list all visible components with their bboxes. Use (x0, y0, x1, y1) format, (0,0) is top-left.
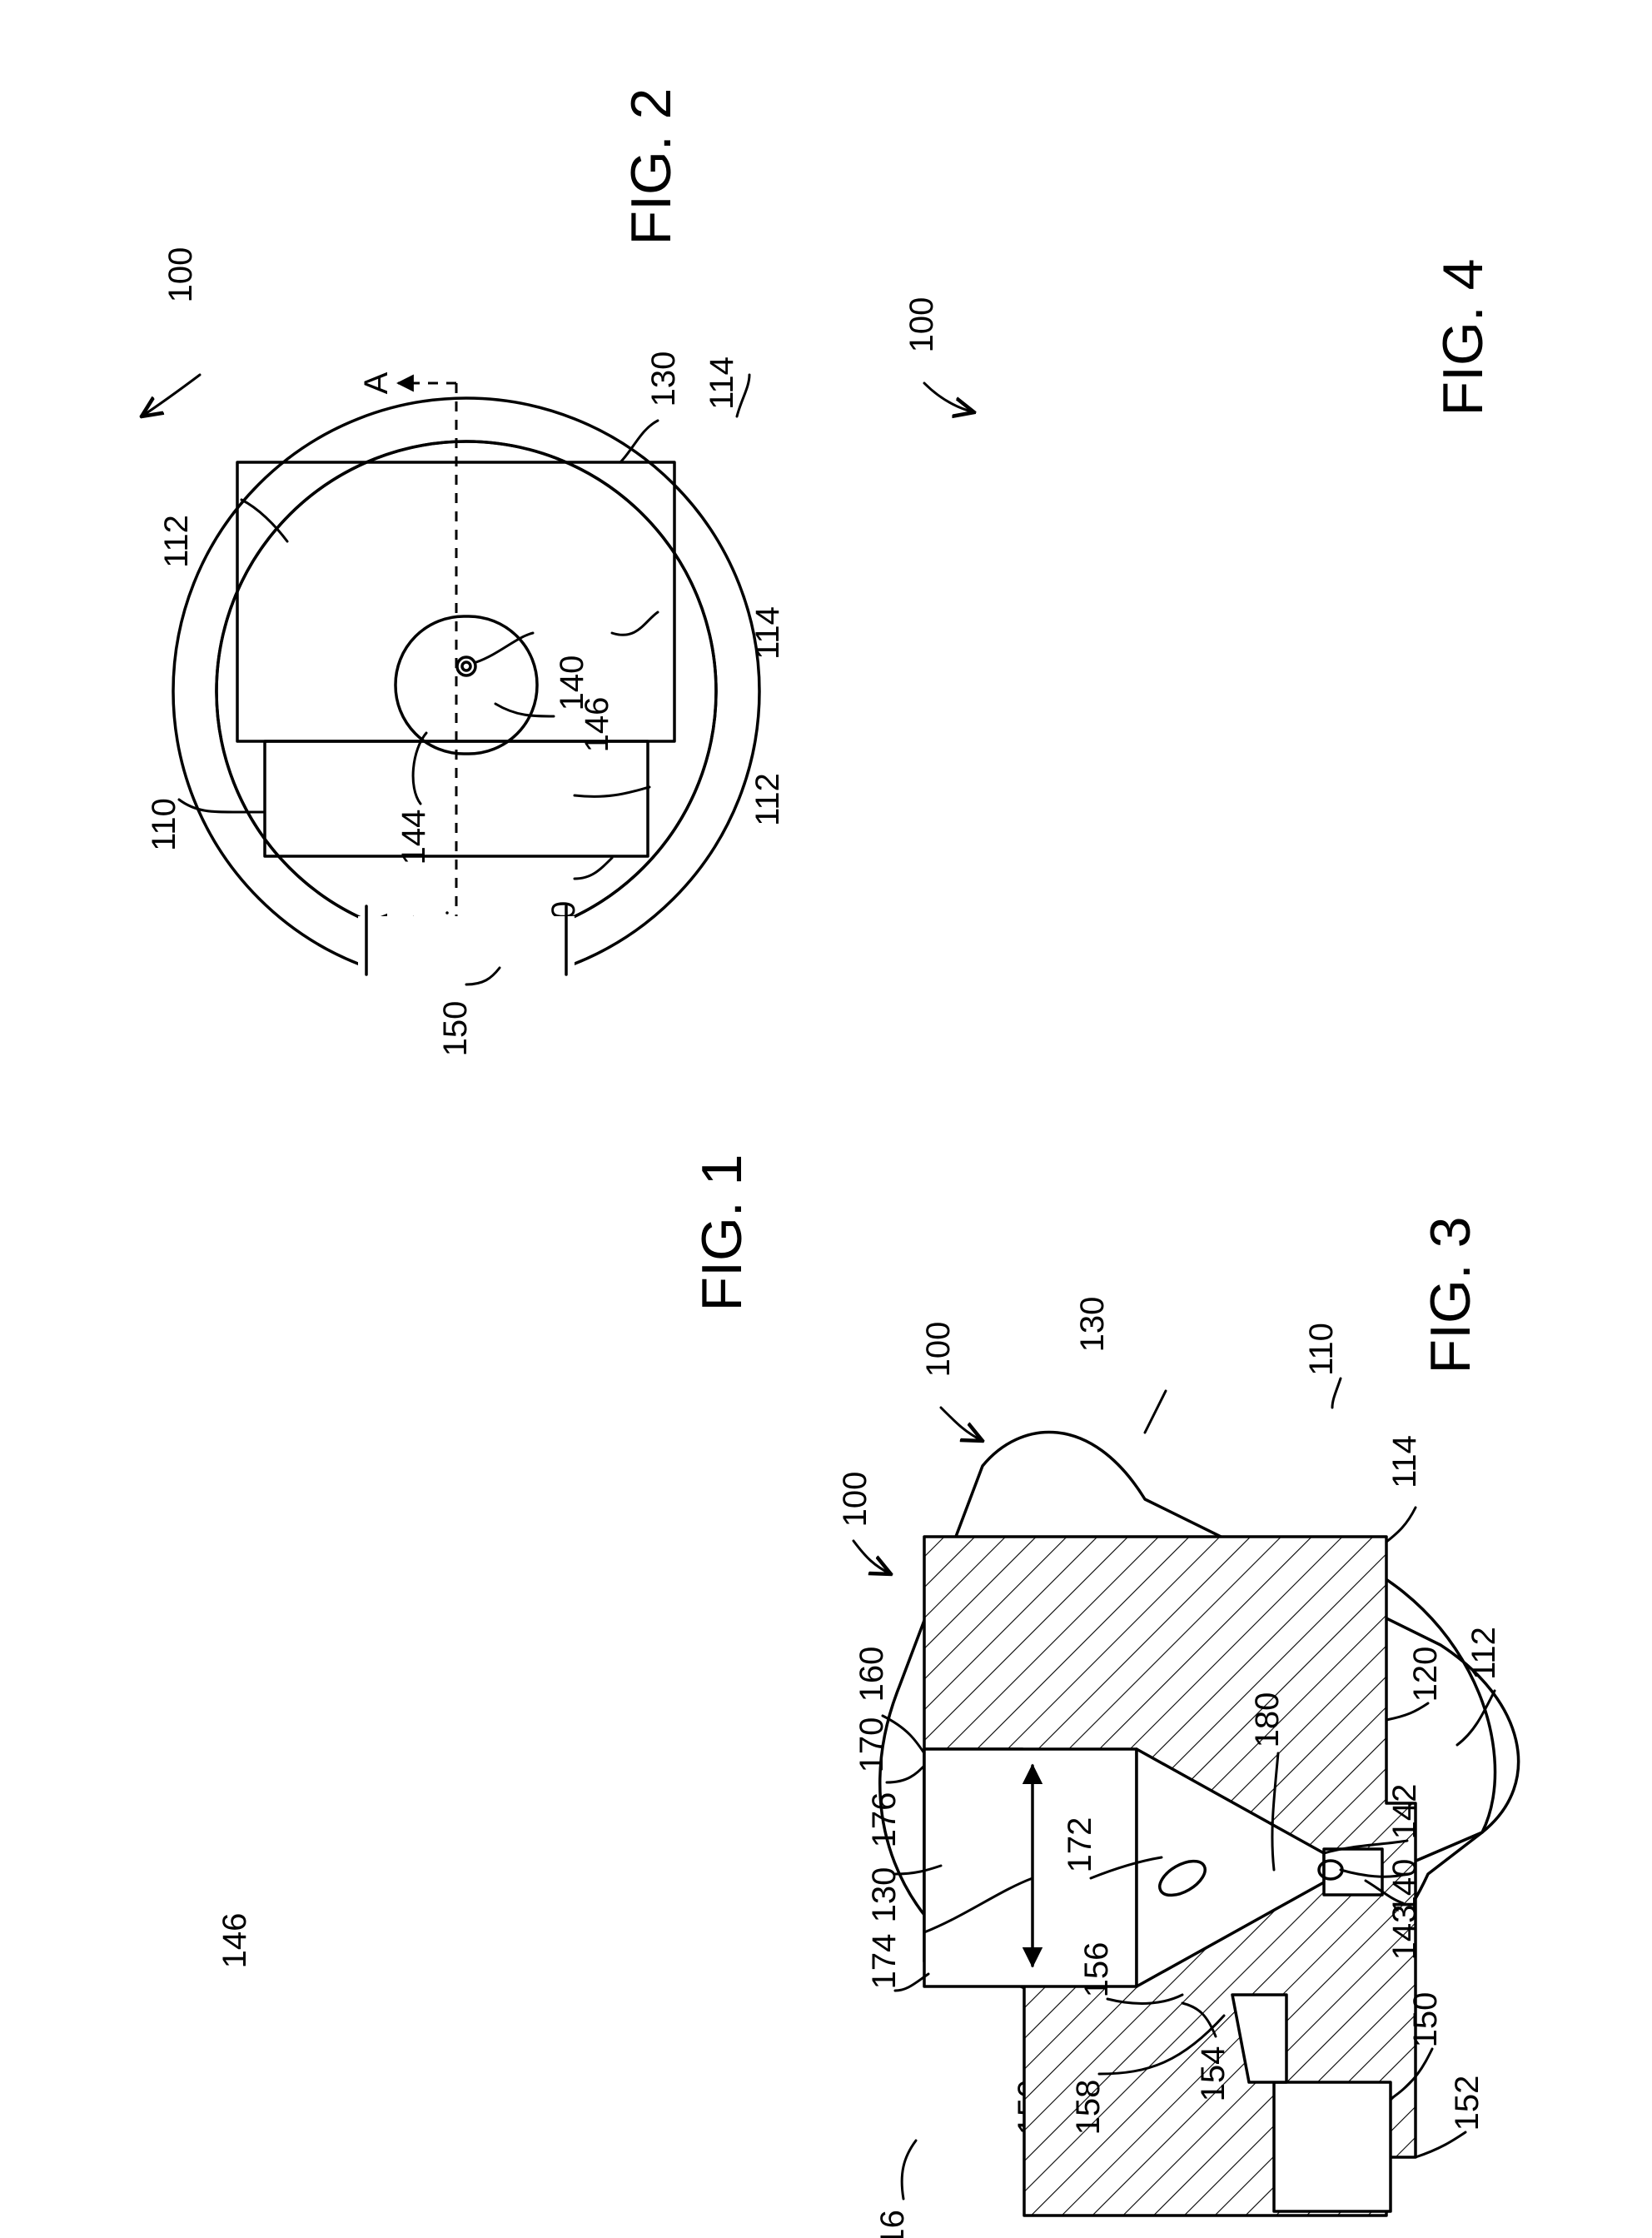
fig3-leader-130 (887, 1766, 924, 1782)
fig4-inner-circle-112 (216, 441, 716, 974)
fig3-leader-152 (1416, 2132, 1465, 2157)
fig4-slot-146 (396, 616, 537, 754)
fig4-flat-150-mask (358, 916, 575, 991)
fig3-label-120: 120 (1407, 1647, 1444, 1702)
fig3-cavity-152 (1274, 2082, 1391, 2211)
fig4-inner-circle-mask (216, 441, 716, 941)
fig2-leader-110 (179, 800, 265, 812)
fig3-label-176: 176 (866, 1792, 903, 1848)
fig4-label-114: 114 (704, 356, 740, 410)
fig2-leader-112 (575, 787, 649, 796)
fig2-section-label-top: A (358, 371, 395, 394)
fig3-label-156: 156 (1078, 1942, 1115, 1998)
fig1-leader-110 (1332, 1378, 1341, 1408)
fig4-leader-144 (413, 733, 426, 804)
fig4-label-150: 150 (437, 1001, 474, 1057)
fig4-orifice-inner (462, 662, 470, 670)
fig2-leader-114 (612, 612, 658, 635)
fig1-label-146: 146 (216, 1913, 253, 1969)
fig4-leader-112 (241, 500, 287, 541)
fig4-outer-circle (173, 398, 759, 984)
fig1-label-100: 100 (920, 1322, 957, 1378)
fig3-label-100: 100 (837, 1472, 873, 1528)
fig3-label-154: 154 (1195, 2046, 1232, 2102)
fig1-label-112: 112 (1465, 1627, 1502, 1680)
fig2-caption: FIG. 2 (620, 88, 683, 246)
fig1-leader-112 (1457, 1691, 1495, 1745)
fig2-label-100: 100 (162, 247, 199, 303)
fig4-leader-140 (476, 633, 533, 662)
fig3-caption: FIG. 3 (1419, 1217, 1482, 1374)
fig3-label-172: 172 (1062, 1817, 1098, 1873)
fig1-label-130: 130 (1074, 1297, 1111, 1353)
fig1-leader-130 (1145, 1391, 1166, 1433)
fig3-label-158: 158 (1070, 2080, 1107, 2136)
fig3-label-174: 174 (866, 1934, 903, 1990)
fig2-arrow-100 (142, 375, 200, 416)
fig3-label-142: 142 (1386, 1784, 1423, 1840)
fig1-caption: FIG. 1 (690, 1154, 754, 1312)
fig3-arrow-100 (853, 1541, 891, 1574)
fig1-label-114: 114 (1386, 1435, 1423, 1488)
fig3-label-160: 160 (853, 1647, 890, 1702)
fig2-label-112: 112 (749, 773, 786, 826)
fig3-leader-120 (1386, 1703, 1428, 1720)
fig2-leader-120 (575, 858, 612, 879)
fig3-label-130: 130 (866, 1867, 903, 1923)
fig3-label-152: 152 (1449, 2076, 1485, 2131)
fig3-label-150: 150 (1407, 1992, 1444, 2048)
fig1-arrow-100 (941, 1408, 983, 1441)
fig3-label-180: 180 (1249, 1692, 1286, 1748)
fig1-label-110: 110 (1303, 1323, 1340, 1376)
fig2-label-110: 110 (146, 798, 182, 851)
fig2-label-130: 130 (645, 351, 682, 407)
fig3-label-140: 140 (1386, 1859, 1423, 1915)
fig4-orifice-140 (457, 657, 475, 675)
fig4-label-112: 112 (158, 515, 195, 568)
fig3-label-170: 170 (853, 1717, 890, 1773)
fig3-label-116: 116 (874, 2210, 911, 2238)
fig4-leader-146 (495, 704, 554, 716)
fig4-label-144: 144 (396, 810, 432, 865)
figure-2: 100 130 114 110 112 120 A A FIG. 2 (142, 88, 786, 957)
fig4-label-146: 146 (579, 697, 615, 753)
fig4-label-100: 100 (903, 297, 940, 353)
fig4-arrow-100 (924, 383, 974, 412)
fig3-leader-116 (902, 2141, 916, 2199)
fig4-caption: FIG. 4 (1431, 259, 1495, 416)
